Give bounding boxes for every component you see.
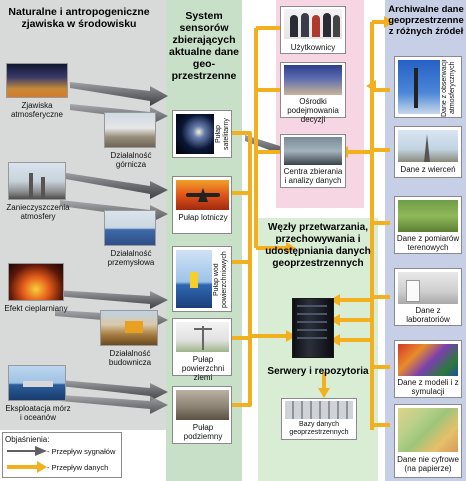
natural-phenomena-title: Naturalne i antropogeniczne zjawiska w ś… [8, 6, 150, 30]
drilling-data-label: Dane z wierceń [400, 165, 456, 174]
aerial-pool-card: Pułap lotniczy [172, 176, 232, 234]
database-servers-photo [285, 401, 353, 419]
surface-water-pool-card: Pułap wód powierzchniowych [172, 246, 232, 312]
aerial-pool-label: Pułap lotniczy [178, 213, 228, 222]
industrial-plant-photo [104, 210, 156, 246]
paper-data-card: Dane nie cyfrowe (na papierze) [394, 404, 462, 478]
users-label: Użytkownicy [290, 43, 336, 52]
decision-centers-label: Ośrodki podejmowania decyzji [287, 97, 339, 124]
underground-pool-card: Pułap podziemny [172, 386, 232, 444]
smokestack-photo [8, 162, 66, 200]
laboratory-data-label: Dane z laboratoriów [406, 306, 450, 324]
ocean-ship-photo [8, 365, 66, 401]
data-flow-legend-icon [7, 461, 47, 473]
ground-surface-pool-label: Pułap powierzchni ziemi [181, 355, 225, 382]
laboratory-photo [398, 272, 458, 304]
legend-data-label: - Przepływ danych [47, 463, 109, 472]
processing-node-title: Węzły przetwarzania, przechowywania i ud… [265, 222, 371, 269]
air-pollution-label: Zanieczyszczenia atmosfery [6, 203, 70, 221]
mining-site-photo [104, 112, 156, 148]
meeting-room-photo [284, 65, 342, 95]
field-measurements-card: Dane z pomiarów terenowych [394, 196, 462, 254]
models-simulation-label: Dane z modeli i z symulacji [397, 378, 459, 396]
sensor-system-title: System sensorów zbierających aktualne da… [168, 10, 240, 82]
legend-title: Objaśnienia: [5, 435, 50, 444]
fire-photo [8, 263, 64, 301]
atmospheric-observations-card: Dane z obserwacji atmosferycznych [394, 56, 462, 118]
field-survey-photo [398, 200, 458, 232]
analysis-centers-card: Centra zbierania i analizy danych [280, 134, 346, 188]
paper-data-label: Dane nie cyfrowe (na papierze) [397, 455, 459, 473]
archive-title: Archiwalne dane geoprzestrzenne z różnyc… [388, 4, 464, 37]
underground-pool-label: Pułap podziemny [183, 423, 223, 441]
ground-surface-pool-card: Pułap powierzchni ziemi [172, 318, 232, 382]
weather-balloon-photo [398, 60, 440, 114]
drilling-rig-photo [398, 130, 458, 162]
airplane-photo [176, 180, 229, 210]
control-room-photo [284, 137, 342, 165]
drilling-data-card: Dane z wierceń [394, 126, 462, 178]
sea-exploitation-label: Eksploatacja mórz i oceanów [5, 404, 71, 422]
users-card: Użytkownicy [280, 6, 346, 54]
satellite-pool-label: Pułap satelitarny [215, 118, 230, 150]
servers-title: Serwery i repozytoria [267, 366, 369, 377]
satellite-photo [176, 114, 214, 154]
storm-sky-photo [6, 63, 68, 98]
signal-flow-legend-icon [7, 446, 47, 456]
legend: Objaśnienia: - Przepływ sygnałów - Przep… [2, 432, 122, 478]
legend-signal-label: - Przepływ sygnałów [47, 447, 116, 456]
geodatabase-label: Bazy danych geoprzestrzennych [289, 421, 349, 436]
laboratory-data-card: Dane z laboratoriów [394, 268, 462, 326]
server-rack-icon [292, 298, 334, 358]
analysis-centers-label: Centra zbierania i analizy danych [283, 167, 343, 185]
surface-water-pool-label: Pułap wód powierzchniowych [213, 251, 228, 309]
models-simulation-card: Dane z modeli i z symulacji [394, 340, 462, 398]
excavator-photo [100, 310, 158, 346]
construction-activity-label: Działalność budownicza [108, 349, 152, 367]
greenhouse-effect-label: Efekt cieplarniany [4, 304, 68, 313]
data-flow-lines [232, 20, 390, 430]
field-measurements-label: Dane z pomiarów terenowych [396, 234, 460, 252]
atmospheric-phenomena-label: Zjawiska atmosferyczne [10, 101, 64, 119]
paper-map-photo [398, 408, 458, 452]
atmospheric-observations-label: Dane z obserwacji atmosferycznych [441, 59, 456, 117]
decision-centers-card: Ośrodki podejmowania decyzji [280, 62, 346, 124]
weather-station-photo [176, 322, 229, 352]
geodatabase-card: Bazy danych geoprzestrzennych [281, 398, 357, 440]
people-group-photo [284, 9, 342, 39]
mining-activity-label: Działalność górnicza [110, 151, 152, 169]
industrial-activity-label: Działalność przemysłowa [107, 249, 155, 267]
buoy-photo [176, 250, 212, 308]
underground-photo [176, 390, 229, 420]
satellite-pool-card: Pułap satelitarny [172, 110, 232, 158]
model-map-photo [398, 344, 458, 376]
